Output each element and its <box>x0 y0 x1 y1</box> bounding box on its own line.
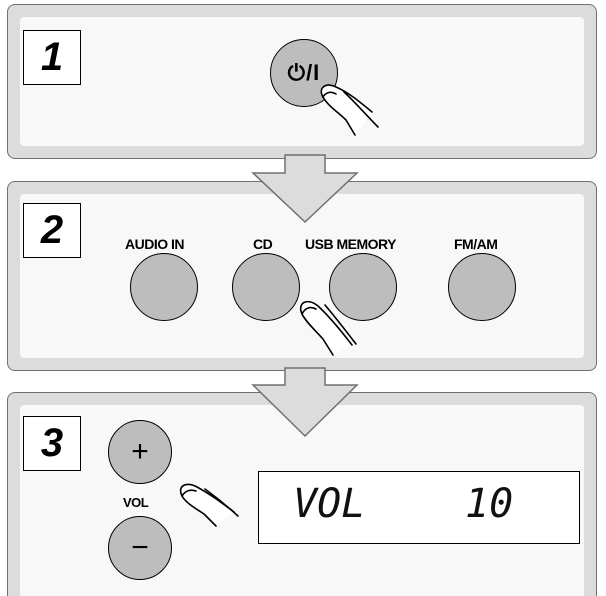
step-1-panel <box>7 4 597 159</box>
step-3-number: 3 <box>23 416 81 471</box>
power-button[interactable]: ⏻/I <box>270 39 338 107</box>
vol-label: VOL <box>123 495 149 510</box>
audio-in-label: AUDIO IN <box>125 236 185 252</box>
step-1-number: 1 <box>23 30 81 85</box>
usb-memory-button[interactable] <box>329 253 397 321</box>
minus-icon: − <box>131 531 149 564</box>
cd-button[interactable] <box>232 253 300 321</box>
fm-am-button[interactable] <box>448 253 516 321</box>
volume-down-button[interactable]: − <box>108 516 172 580</box>
display-value: 10 <box>465 481 514 527</box>
cd-label: CD <box>253 236 273 252</box>
arrow-step1-to-step2 <box>251 154 359 224</box>
fm-am-label: FM/AM <box>454 236 498 252</box>
arrow-step2-to-step3 <box>251 367 359 438</box>
volume-display: VOL 10 <box>258 471 580 544</box>
volume-up-button[interactable]: + <box>108 420 172 484</box>
power-button-label: ⏻/I <box>287 60 321 85</box>
audio-in-button[interactable] <box>130 253 198 321</box>
plus-icon: + <box>131 435 149 468</box>
display-label: VOL <box>293 481 366 527</box>
usb-memory-label: USB MEMORY <box>305 236 396 252</box>
step-2-number: 2 <box>23 203 81 258</box>
